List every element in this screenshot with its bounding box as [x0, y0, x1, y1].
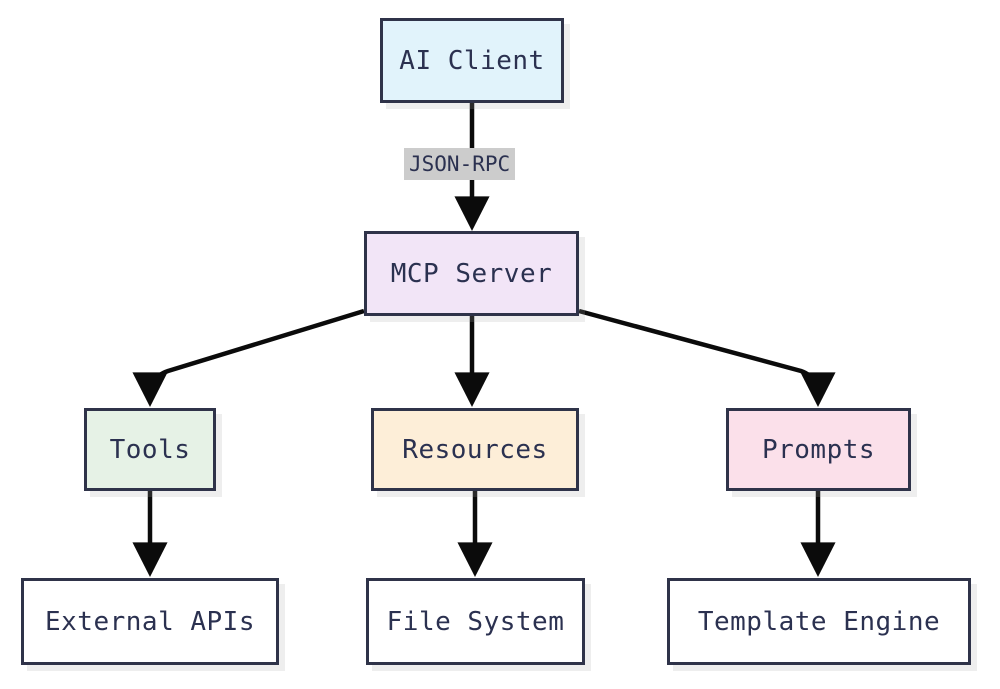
node-template-engine[interactable]: Template Engine — [667, 578, 971, 665]
node-external-apis-label: External APIs — [45, 606, 255, 637]
node-file-system-label: File System — [386, 606, 565, 637]
node-tools-label: Tools — [109, 434, 191, 465]
node-mcp-server-label: MCP Server — [390, 258, 553, 289]
node-ai-client[interactable]: AI Client — [380, 18, 564, 103]
edge-label-json-rpc-text: JSON-RPC — [409, 152, 511, 176]
node-external-apis[interactable]: External APIs — [21, 578, 279, 665]
node-mcp-server[interactable]: MCP Server — [364, 231, 579, 316]
node-prompts[interactable]: Prompts — [726, 408, 911, 491]
node-resources[interactable]: Resources — [371, 408, 579, 491]
node-tools[interactable]: Tools — [84, 408, 216, 491]
node-template-engine-label: Template Engine — [697, 606, 941, 637]
node-prompts-label: Prompts — [761, 434, 876, 465]
edge-mcp-server-prompts — [578, 308, 836, 408]
edge-label-json-rpc: JSON-RPC — [404, 148, 516, 181]
node-resources-label: Resources — [402, 434, 548, 465]
node-file-system[interactable]: File System — [366, 578, 585, 665]
node-ai-client-label: AI Client — [399, 45, 545, 76]
edge-mcp-server-tools — [132, 308, 365, 408]
